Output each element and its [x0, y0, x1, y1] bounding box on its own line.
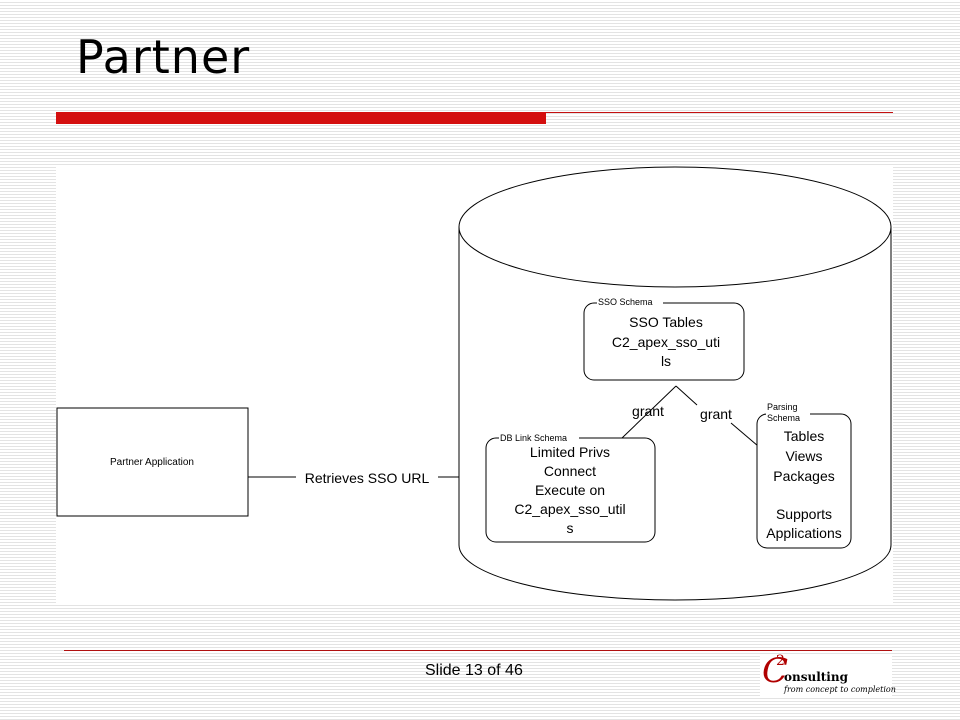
sso-schema-tag-bg — [597, 297, 663, 308]
title-underline-rule — [546, 112, 893, 113]
logo-tagline: from concept to completion — [784, 685, 896, 694]
sso-schema-tag: SSO Schema — [598, 297, 653, 307]
sso-schema-line: SSO Tables — [629, 314, 703, 330]
db-link-schema-line: s — [567, 520, 574, 536]
slide-counter: Slide 13 of 46 — [425, 662, 523, 679]
parsing-schema-tag: Parsing — [767, 402, 798, 412]
parsing-schema-line: Views — [785, 448, 822, 464]
parsing-schema-line: Packages — [773, 468, 834, 484]
db-link-schema-line: Connect — [544, 463, 596, 479]
db-link-schema-tag: DB Link Schema — [500, 433, 567, 443]
partner-application-label: Partner Application — [110, 457, 194, 468]
grant-label-right: grant — [700, 406, 732, 422]
logo-word: onsulting — [784, 670, 848, 684]
sso-schema-box — [583, 302, 745, 381]
sso-schema-line: ls — [661, 353, 671, 369]
partner-application-box — [56, 407, 249, 517]
logo-superscript: 2 — [776, 653, 785, 669]
footer-rule — [64, 650, 892, 651]
company-logo: C 2 onsulting from concept to completion — [760, 651, 896, 696]
grant-line-right-lower — [730, 422, 759, 447]
connector-label: Retrieves SSO URL — [305, 470, 430, 486]
title-underline-bar — [56, 112, 546, 124]
db-link-schema-tag-bg — [499, 432, 579, 443]
logo-letter: C — [762, 651, 789, 691]
grant-line-left — [621, 385, 677, 439]
parsing-schema-line: Supports — [776, 506, 832, 522]
parsing-schema-line: Applications — [766, 525, 842, 541]
parsing-schema-tag: Schema — [767, 413, 800, 423]
grant-line-right-upper — [675, 385, 698, 406]
db-link-schema-line: Execute on — [535, 482, 605, 498]
sso-schema-line: C2_apex_sso_uti — [612, 334, 720, 350]
grant-label-left: grant — [632, 403, 664, 419]
db-link-schema-line: C2_apex_sso_util — [514, 501, 625, 517]
db-link-schema-line: Limited Privs — [530, 444, 610, 460]
database-cylinder-top — [458, 166, 892, 288]
parsing-schema-line: Tables — [784, 428, 824, 444]
parsing-schema-tag-bg — [766, 402, 810, 424]
slide-title: Partner — [76, 30, 251, 84]
